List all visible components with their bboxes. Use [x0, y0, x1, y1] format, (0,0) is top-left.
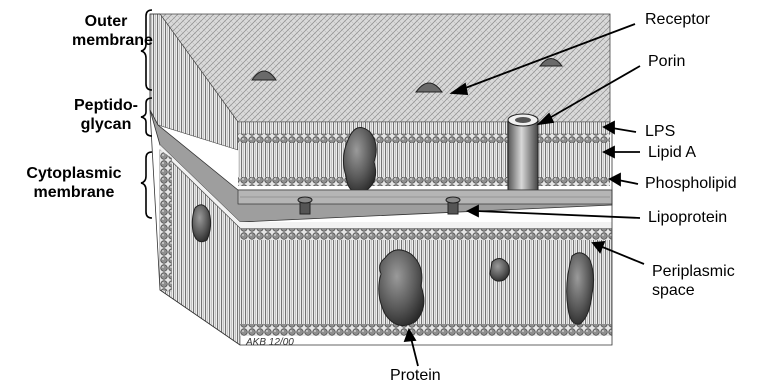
- bracket-cytoplasmic-membrane: [141, 152, 152, 218]
- label-lipid-a: Lipid A: [648, 143, 696, 162]
- porin-channel: [508, 120, 538, 198]
- arrow-protein: [411, 338, 418, 366]
- label-periplasmic-space: Periplasmic space: [652, 262, 735, 300]
- label-peptidoglycan-line1: Peptido-: [72, 96, 140, 115]
- label-outer-membrane: Outer membrane: [72, 12, 140, 50]
- cytoplasmic-tails-lower: [240, 284, 612, 324]
- label-phospholipid: Phospholipid: [645, 174, 737, 193]
- arrow-lipoprotein: [476, 211, 640, 218]
- outer-membrane-heads-top: [238, 134, 610, 143]
- label-receptor: Receptor: [645, 10, 710, 29]
- outer-membrane-surface: [160, 14, 610, 122]
- label-periplasmic-space-line2: space: [652, 281, 735, 300]
- porin-pore: [515, 117, 531, 123]
- cytoplasmic-tails-upper: [240, 240, 612, 284]
- outer-membrane-lps-band: [238, 122, 610, 134]
- label-cytoplasmic-membrane-line2: membrane: [8, 183, 140, 202]
- cytoplasmic-heads-bottom: [240, 324, 612, 336]
- label-protein: Protein: [390, 366, 441, 385]
- label-peptidoglycan: Peptido- glycan: [72, 96, 140, 134]
- outer-membrane-tails: [238, 143, 610, 177]
- cytoplasmic-heads-top: [240, 228, 612, 240]
- label-cytoplasmic-membrane: Cytoplasmic membrane: [8, 164, 140, 202]
- label-porin: Porin: [648, 52, 685, 71]
- label-outer-membrane-line1: Outer: [72, 12, 140, 31]
- label-lps: LPS: [645, 122, 675, 141]
- label-periplasmic-space-line1: Periplasmic: [652, 262, 735, 281]
- arrow-lps: [612, 128, 636, 132]
- cytoplasmic-side-heads: [160, 150, 172, 292]
- arrow-phospholipid: [618, 180, 638, 184]
- artist-signature: AKB 12/00: [245, 337, 294, 348]
- label-peptidoglycan-line2: glycan: [72, 115, 140, 134]
- label-lipoprotein: Lipoprotein: [648, 208, 727, 227]
- outer-membrane-heads-bottom: [238, 177, 610, 186]
- cytoplasmic-protein-small: [490, 258, 509, 281]
- cytoplasmic-protein-left: [192, 205, 210, 242]
- cytoplasmic-protein-main: [379, 250, 424, 326]
- label-cytoplasmic-membrane-line1: Cytoplasmic: [8, 164, 140, 183]
- label-outer-membrane-line2: membrane: [72, 31, 140, 50]
